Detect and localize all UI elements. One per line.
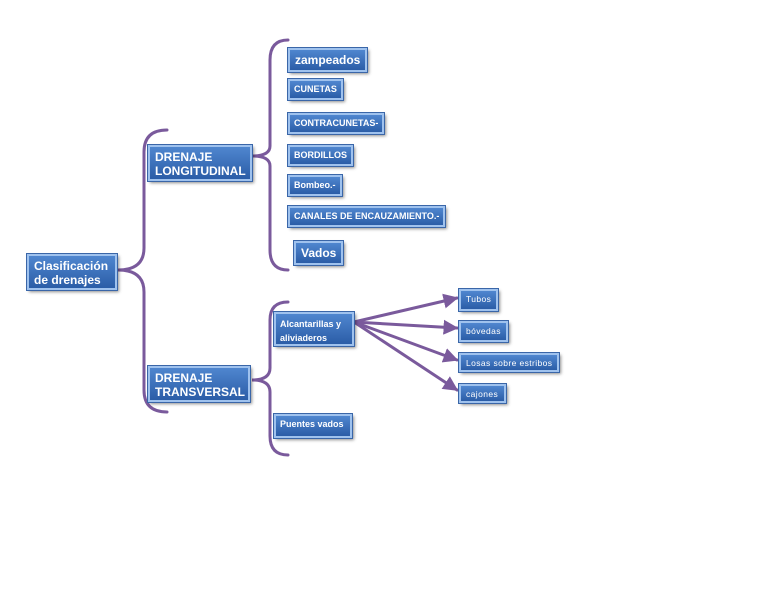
longitudinal-node: DRENAJE LONGITUDINAL [147, 144, 253, 182]
alcantarilla-type-label: Losas sobre estribos [466, 358, 553, 368]
arrow-to-tubos [352, 293, 459, 324]
transversal-item-label: Puentes vados [280, 419, 344, 429]
root-brace [117, 128, 169, 414]
alcantarilla-type: cajones [458, 383, 507, 404]
arrow-to-losas [352, 320, 459, 363]
longitudinal-item-label: CUNETAS [294, 84, 337, 94]
transversal-item-alcantarillas: Alcantarillas y aliviaderos [273, 311, 355, 347]
alcantarilla-type: Tubos [458, 288, 499, 312]
longitudinal-item-label: Vados [301, 246, 337, 260]
longitudinal-item: Bombeo.- [287, 174, 343, 197]
transversal-node: DRENAJE TRANSVERSAL [147, 365, 251, 403]
arrow-to-bovedas [352, 319, 459, 335]
longitudinal-item: CONTRACUNETAS- [286, 112, 386, 135]
longitudinal-item-label: BORDILLOS [294, 150, 347, 160]
longitudinal-item: Vados [292, 239, 345, 267]
longitudinal-label: DRENAJE LONGITUDINAL [155, 150, 246, 179]
longitudinal-item-label: CANALES DE ENCAUZAMIENTO.- [294, 211, 440, 221]
longitudinal-item: CANALES DE ENCAUZAMIENTO.- [286, 205, 447, 228]
transversal-item-puentes: Puentes vados [273, 413, 353, 439]
arrow-to-cajones [352, 320, 459, 392]
longitudinal-brace [251, 38, 290, 272]
longitudinal-item-label: Bombeo.- [294, 180, 336, 190]
root-node: Clasificación de drenajes [26, 253, 118, 291]
transversal-label: DRENAJE TRANSVERSAL [155, 371, 246, 400]
alcantarilla-type-label: Tubos [466, 294, 492, 304]
longitudinal-item: zampeados [286, 46, 369, 74]
longitudinal-item-label: CONTRACUNETAS- [294, 118, 379, 128]
transversal-brace [251, 300, 290, 457]
longitudinal-item: BORDILLOS [287, 144, 354, 167]
root-label: Clasificación de drenajes [34, 259, 109, 288]
transversal-item-label: Alcantarillas y aliviaderos [280, 319, 342, 344]
alcantarilla-type-label: cajones [466, 389, 499, 399]
longitudinal-item-label: zampeados [295, 53, 361, 67]
alcantarilla-type: Losas sobre estribos [458, 352, 560, 373]
alcantarilla-type-label: bóvedas [466, 326, 501, 336]
longitudinal-item: CUNETAS [287, 78, 344, 101]
alcantarilla-type: bóvedas [458, 320, 509, 343]
